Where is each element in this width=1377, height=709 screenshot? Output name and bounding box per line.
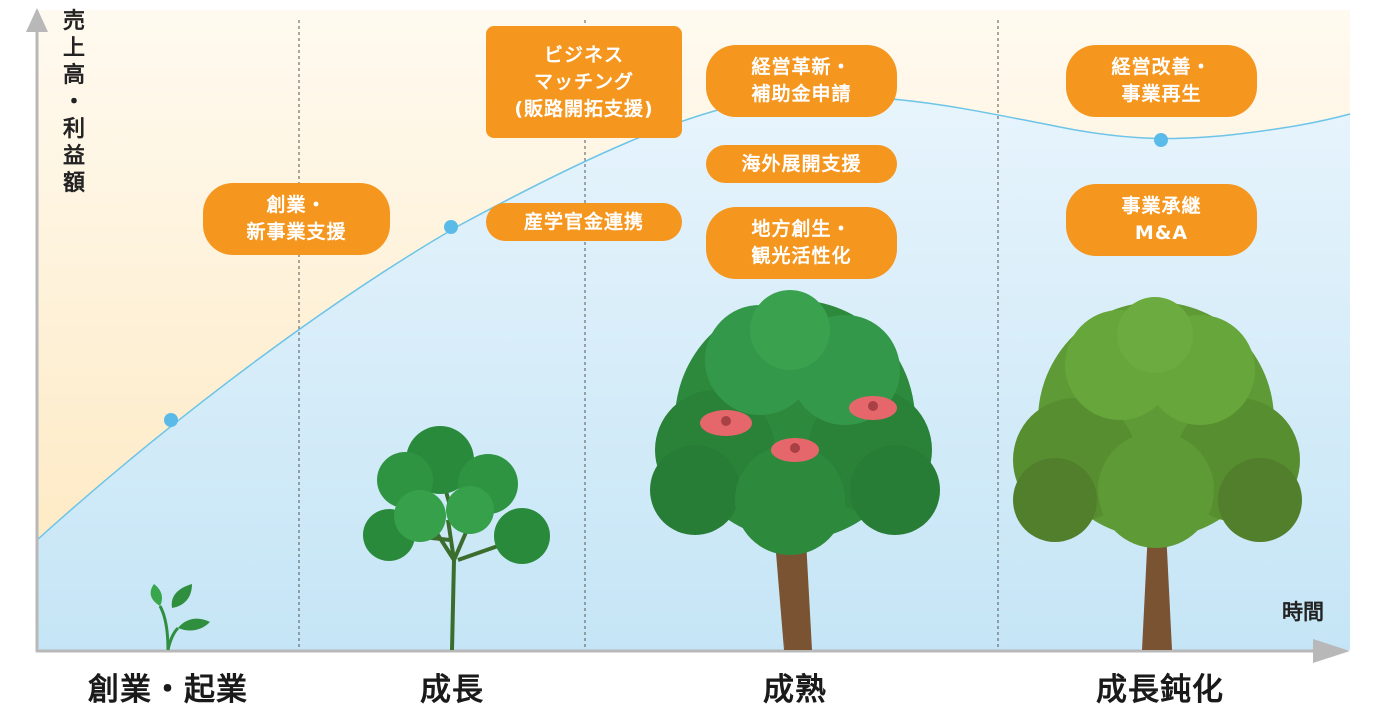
curve-point (164, 413, 178, 427)
support-overseas-expansion-line-1: 海外展開支援 (741, 152, 862, 175)
y-axis-label: 売 上 高 ・ 利 益 額 (58, 8, 90, 197)
support-startup-line-2: 新事業支援 (246, 221, 347, 243)
slowing-tree-icon (1013, 297, 1302, 650)
support-startup: 創業・ 新事業支援 (203, 183, 390, 255)
support-industry-academia-line-1: 産学官金連携 (523, 210, 644, 233)
mature-tree-icon (650, 290, 940, 650)
support-business-matching-line-1: ビジネス (543, 43, 624, 66)
support-regional-revitalization-line-1: 地方創生・ (751, 218, 852, 240)
support-industry-academia: 産学官金連携 (486, 203, 682, 241)
y-axis-label-char: 利 (62, 117, 85, 142)
support-succession-ma-line-1: 事業承継 (1121, 195, 1202, 217)
flower-icon (771, 438, 819, 462)
sprout-icon (150, 584, 210, 651)
curve-point (1154, 133, 1168, 147)
y-axis-label-char: ・ (62, 90, 85, 115)
stage-label-startup: 創業・起業 (88, 672, 248, 708)
x-axis-arrow-icon (1313, 639, 1350, 663)
support-management-improvement-line-2: 事業再生 (1121, 83, 1202, 105)
y-axis-label-char: 額 (62, 171, 85, 196)
y-axis-label-char: 売 (62, 9, 85, 34)
support-succession-ma: 事業承継 M&A (1066, 184, 1257, 256)
support-innovation-subsidy-line-2: 補助金申請 (751, 83, 852, 105)
support-regional-revitalization-line-2: 観光活性化 (751, 245, 852, 267)
support-business-matching-line-2: マッチング (533, 70, 634, 93)
support-regional-revitalization: 地方創生・ 観光活性化 (706, 207, 897, 279)
support-business-matching: ビジネス マッチング (販路開拓支援) (486, 26, 682, 138)
support-succession-ma-line-2: M&A (1134, 222, 1189, 244)
y-axis-label-char: 上 (62, 36, 85, 61)
flower-icon (700, 410, 752, 436)
support-management-improvement: 経営改善・ 事業再生 (1066, 45, 1257, 117)
x-axis-label: 時間 (1282, 600, 1324, 624)
support-overseas-expansion: 海外展開支援 (706, 145, 897, 183)
flower-icon (849, 396, 897, 420)
support-innovation-subsidy: 経営革新・ 補助金申請 (706, 45, 897, 117)
y-axis-arrow-icon (26, 8, 48, 32)
support-startup-line-1: 創業・ (266, 194, 327, 216)
support-management-improvement-line-1: 経営改善・ (1111, 56, 1212, 78)
curve-point (444, 220, 458, 234)
small-tree-icon (363, 426, 550, 651)
y-axis-label-char: 益 (62, 144, 85, 169)
y-axis-label-char: 高 (62, 63, 85, 88)
stage-label-slowdown: 成長鈍化 (1096, 672, 1224, 708)
support-business-matching-line-3: (販路開拓支援) (514, 97, 654, 120)
support-innovation-subsidy-line-1: 経営革新・ (751, 56, 852, 78)
stage-label-maturity: 成熟 (763, 672, 827, 708)
stage-label-growth: 成長 (420, 672, 484, 708)
